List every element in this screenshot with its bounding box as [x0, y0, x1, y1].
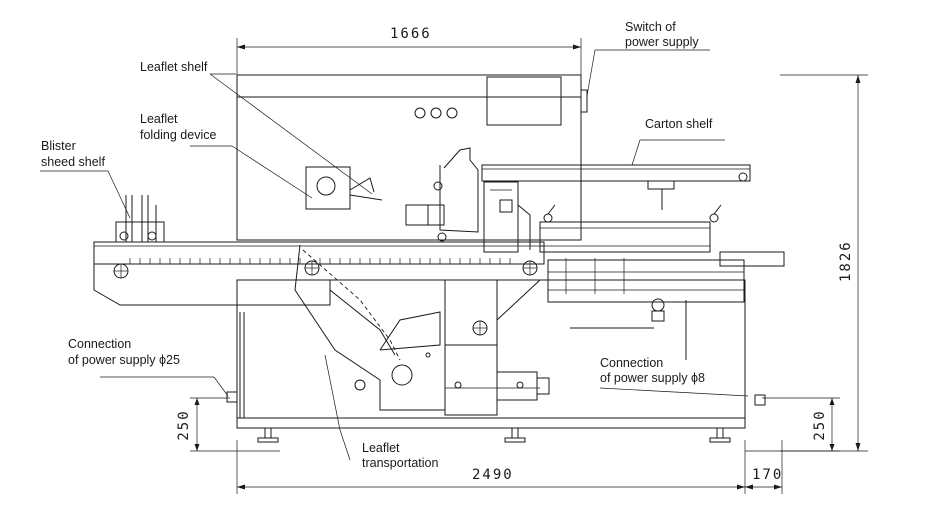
label-blister-shelf-2: sheed shelf [41, 155, 105, 169]
dim-total-height-label: 1826 [838, 240, 854, 282]
indicator-light [414, 107, 426, 119]
indicator-light [430, 107, 442, 119]
carton-shelf-device [481, 164, 785, 360]
dimension-right-foot: 250 [745, 397, 840, 452]
label-blister-shelf-1: Blister [41, 139, 76, 153]
callout-labels: Switch of power supply Leaflet shelf Lea… [41, 20, 713, 470]
leaflet-transport-mechanism [294, 244, 550, 416]
dim-right-offset-label: 170 [752, 467, 783, 483]
dim-top-width-label: 1666 [390, 26, 432, 42]
power-connections [226, 391, 766, 406]
dim-left-foot-label: 250 [176, 409, 192, 440]
carton-feeding-mechanism [405, 147, 531, 253]
machine-cabinet [236, 74, 746, 429]
dimension-total-height: 1826 [780, 74, 868, 452]
control-screen [486, 76, 562, 126]
dim-bottom-width-label: 2490 [472, 467, 514, 483]
label-leaflet-folding-1: Leaflet [140, 112, 178, 126]
label-switch-power-2: power supply [625, 35, 699, 49]
label-leaflet-transport-2: transportation [362, 456, 438, 470]
label-leaflet-transport-1: Leaflet [362, 441, 400, 455]
power-switch [580, 89, 588, 113]
leaflet-folding-device [305, 166, 383, 210]
label-carton-shelf: Carton shelf [645, 117, 713, 131]
blister-shelf-device [115, 195, 165, 243]
dimension-bottom-width: 2490 170 [236, 440, 783, 494]
label-leaflet-folding-2: folding device [140, 128, 216, 142]
label-conn-power-8-2: of power supply ϕ8 [600, 371, 705, 385]
indicator-light [446, 107, 458, 119]
label-conn-power-25-2: of power supply ϕ25 [68, 353, 180, 367]
label-conn-power-8-1: Connection [600, 356, 663, 370]
main-conveyor [93, 241, 545, 306]
dimension-left-foot: 250 [176, 397, 280, 452]
label-leaflet-shelf: Leaflet shelf [140, 60, 208, 74]
dim-right-foot-label: 250 [812, 409, 828, 440]
label-switch-power-1: Switch of [625, 20, 676, 34]
leader-lines [40, 49, 749, 461]
dimension-top-width: 1666 [236, 26, 582, 75]
machine-feet [257, 427, 731, 443]
label-conn-power-25-1: Connection [68, 337, 131, 351]
